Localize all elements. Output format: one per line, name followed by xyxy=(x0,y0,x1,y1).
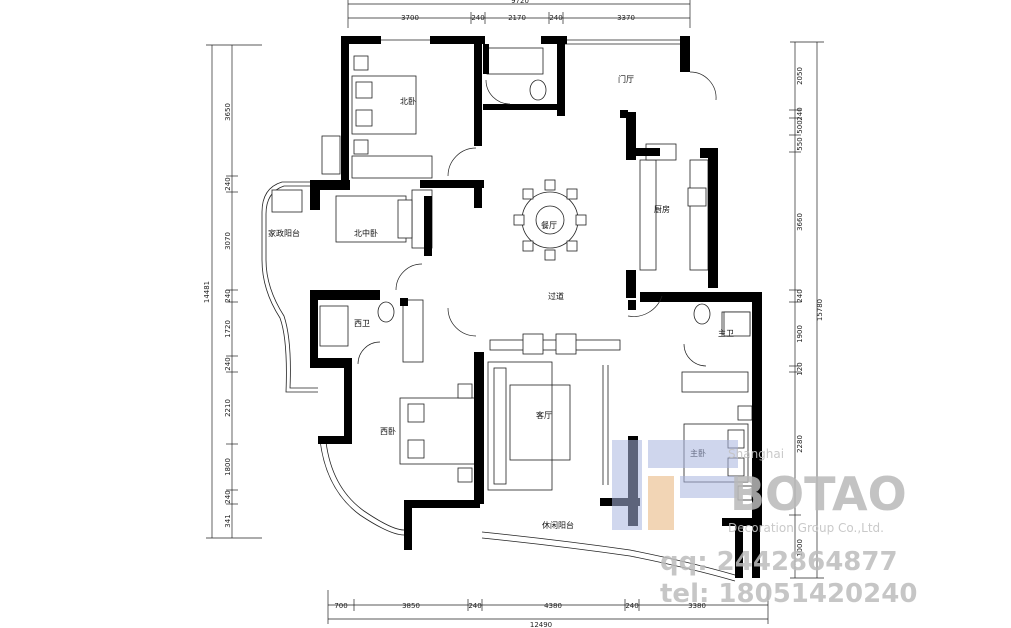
room-label-leisure-balcony: 休闲阳台 xyxy=(542,520,574,530)
dim-left-3: 3070 xyxy=(224,232,232,250)
room-label-utility-balcony: 家政阳台 xyxy=(268,228,300,238)
dim-bottom-6: 3380 xyxy=(688,602,706,610)
watermark-logo-icon xyxy=(612,440,738,530)
dim-bottom-4: 4380 xyxy=(544,602,562,610)
dim-right-5: 3660 xyxy=(796,213,804,231)
dim-bottom-5: 240 xyxy=(625,602,638,610)
dim-right-3: 500 xyxy=(796,120,804,133)
dim-right-7: 1900 xyxy=(796,325,804,343)
shower-master xyxy=(723,311,751,337)
dimension-labels: 9720 3700 240 2170 240 3370 700 3850 240… xyxy=(203,0,824,628)
room-label-kitchen: 厨房 xyxy=(654,204,670,214)
dim-right-8: 120 xyxy=(796,362,804,375)
dim-bottom-2: 3850 xyxy=(402,602,420,610)
dim-top-3: 2170 xyxy=(508,14,526,22)
dim-right-total: 15780 xyxy=(816,299,824,321)
dim-right-1: 2050 xyxy=(796,67,804,85)
dim-left-1: 3650 xyxy=(224,103,232,121)
dim-top-1: 3700 xyxy=(401,14,419,22)
room-label-corridor: 过道 xyxy=(548,291,564,301)
watermark-brand: BOTAO xyxy=(730,467,907,521)
watermark: Shanghai BOTAO Decoration Group Co.,Ltd.… xyxy=(612,440,917,609)
watermark-qq: qq: 2442864877 xyxy=(660,547,898,577)
room-label-north-middle-bedroom: 北中卧 xyxy=(354,228,378,238)
room-label-foyer: 门厅 xyxy=(618,74,634,84)
door-swings xyxy=(357,71,717,367)
room-label-west-bedroom: 西卧 xyxy=(380,427,396,436)
dim-top-total: 9720 xyxy=(511,0,529,5)
dim-bottom-total: 12490 xyxy=(530,621,552,628)
dim-left-10: 341 xyxy=(224,514,232,527)
dim-right-2: 240 xyxy=(796,107,804,120)
bed-north-middle xyxy=(335,195,407,243)
dim-left-9: 240 xyxy=(224,490,232,503)
watermark-company: Decoration Group Co.,Ltd. xyxy=(728,521,884,535)
watermark-tel: tel: 18051420240 xyxy=(660,579,917,609)
room-label-west-bath: 西卫 xyxy=(354,319,370,328)
room-label-north-bedroom: 北卧 xyxy=(400,97,416,106)
room-label-dining: 餐厅 xyxy=(541,221,557,230)
dim-top-2: 240 xyxy=(471,14,484,22)
room-label-living: 客厅 xyxy=(536,410,552,420)
dim-bottom-3: 240 xyxy=(468,602,481,610)
dim-right-9: 2280 xyxy=(796,435,804,453)
dim-left-6: 240 xyxy=(224,357,232,370)
dim-left-2: 240 xyxy=(224,177,232,190)
watermark-city: Shanghai xyxy=(728,447,784,461)
dim-left-5: 1720 xyxy=(224,320,232,338)
dim-left-total: 14481 xyxy=(203,281,211,303)
dim-right-6: 240 xyxy=(796,289,804,302)
dim-left-7: 2210 xyxy=(224,399,232,417)
dim-left-8: 1800 xyxy=(224,458,232,476)
shower-west xyxy=(319,305,349,347)
furniture xyxy=(271,47,753,501)
dim-top-4: 240 xyxy=(549,14,562,22)
dim-top-5: 3370 xyxy=(617,14,635,22)
dim-bottom-1: 700 xyxy=(334,602,347,610)
dim-left-4: 240 xyxy=(224,289,232,302)
room-label-master-bath: 主卫 xyxy=(718,328,734,338)
dim-right-10: 1000 xyxy=(796,539,804,557)
dimension-lines xyxy=(206,0,824,624)
dim-right-4: 550 xyxy=(796,137,804,150)
bathtub-north xyxy=(486,47,544,75)
